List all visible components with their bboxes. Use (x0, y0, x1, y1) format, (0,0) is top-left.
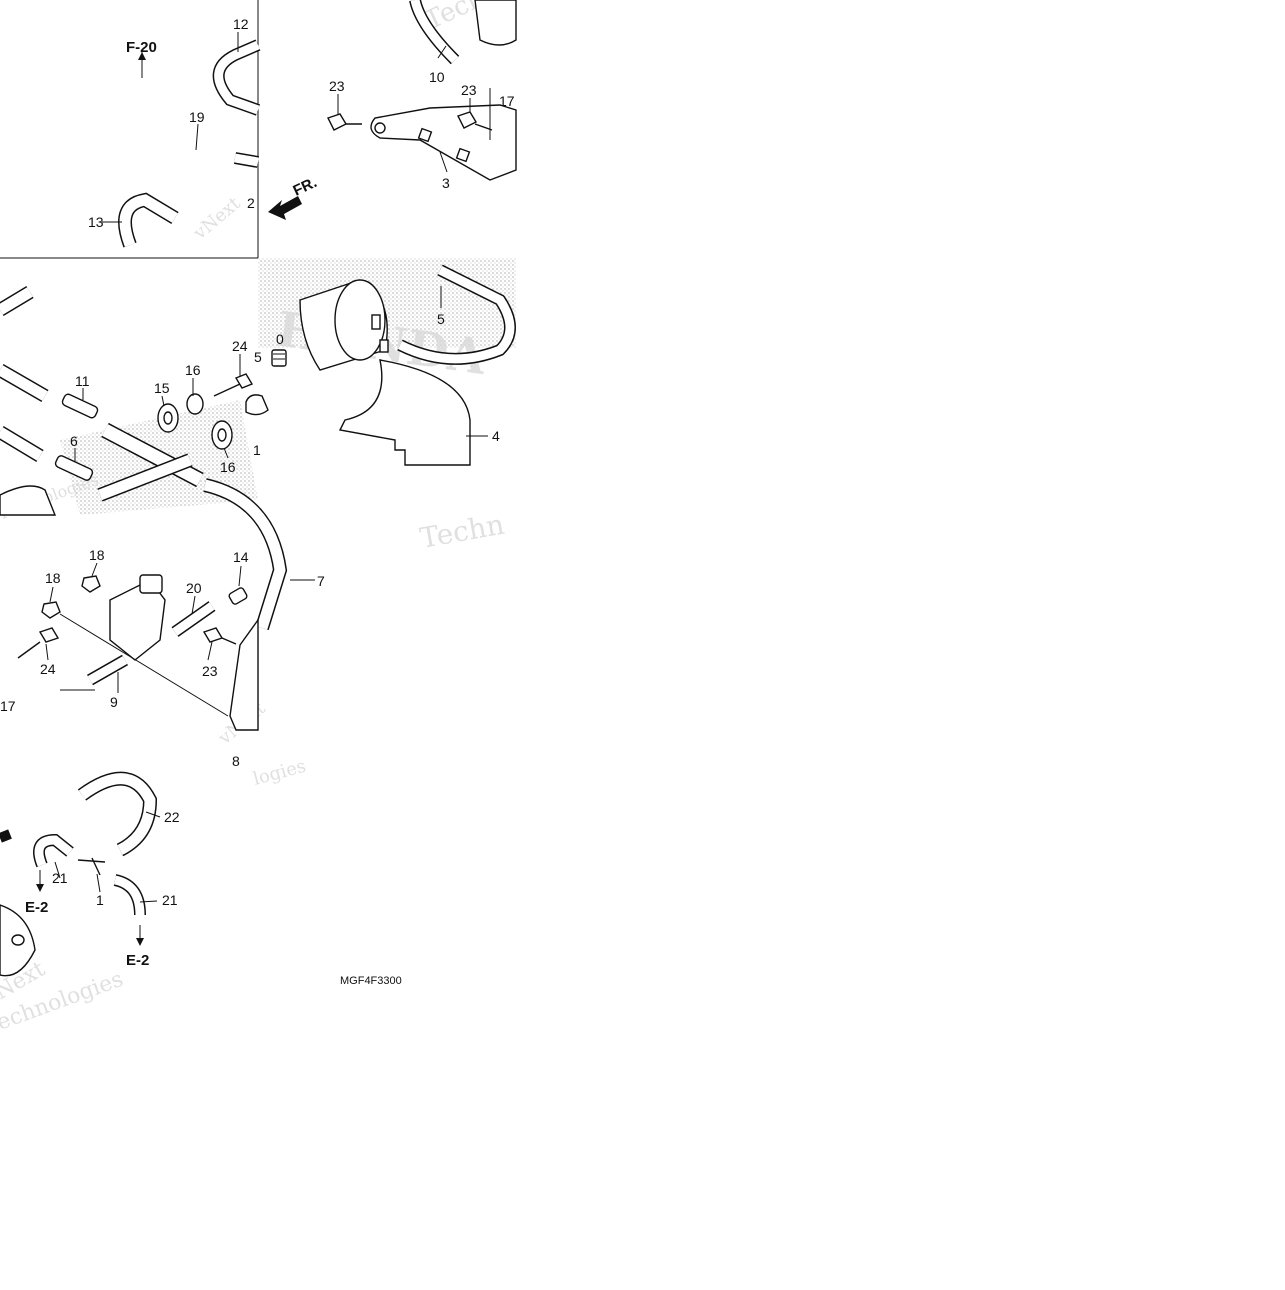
reference-label-f20: F-20 (126, 39, 157, 56)
callout-5-partial: 5 (254, 349, 262, 365)
grommet-partial (271, 349, 287, 367)
stay-14 (229, 617, 259, 731)
bolt-center-line (59, 613, 229, 717)
joint-6 (54, 455, 94, 481)
callout-21: 21 (162, 892, 178, 908)
bolt-24 (17, 627, 60, 659)
callout-13: 9 (110, 694, 118, 710)
grommet-16 (157, 403, 179, 433)
callout-16: 16 (220, 459, 236, 475)
bolt-23 (202, 627, 237, 645)
hose-10 (409, 0, 460, 65)
hose-21 (33, 833, 74, 892)
callout-9: 13 (88, 214, 104, 230)
leader-lines (45, 32, 491, 903)
callout-17: 16 (185, 362, 201, 378)
callout-10: 10 (429, 69, 445, 85)
reference-label-e2: E-2 (25, 899, 48, 916)
hose-9 (118, 192, 179, 248)
callout-20: 20 (186, 580, 202, 596)
watermark-text: Techn (417, 508, 506, 555)
joint-1 (77, 857, 106, 876)
callout-labels: F-20 12 19 13 2 10 23 23 17 3 5 4 5 0 11… (0, 16, 515, 987)
hose-long (0, 285, 204, 502)
callout-23: 23 (461, 82, 477, 98)
reference-label-e2: E-2 (126, 952, 149, 969)
frame-partial (0, 904, 36, 977)
front-arrow-icon: FR. (268, 174, 320, 220)
callout-2-partial: 2 (247, 195, 255, 211)
callout-8: 12 (233, 16, 249, 32)
callout-11: 11 (75, 373, 90, 389)
callout-1: 1 (96, 892, 104, 908)
callout-4: 4 (492, 428, 500, 444)
bolt-23 (457, 111, 493, 131)
hose-7 (203, 478, 288, 631)
bolt-23 (327, 113, 362, 131)
bracket-3 (370, 104, 517, 181)
grommet-16 (211, 420, 233, 450)
front-label: FR. (291, 174, 320, 200)
nut-18 (41, 601, 61, 619)
diagram-code: MGF4F3300 (340, 975, 402, 987)
callout-22: 22 (164, 809, 180, 825)
callout-23: 23 (202, 663, 218, 679)
pipe-20 (171, 601, 216, 637)
bolt-24 (213, 373, 254, 397)
hose-8 (212, 39, 261, 168)
callout-6: 6 (70, 433, 78, 449)
callout-21: 21 (52, 870, 68, 886)
callout-12: 14 (233, 549, 249, 565)
callout-18: 18 (45, 570, 61, 586)
callout-18: 18 (89, 547, 105, 563)
callout-3: 3 (442, 175, 450, 191)
watermark-text: logies (251, 756, 308, 790)
callout-5: 5 (437, 311, 445, 327)
clamp (245, 394, 269, 416)
callout-1-partial: 1 (253, 442, 261, 458)
hose-19 (134, 52, 236, 163)
hose-21 (113, 874, 146, 946)
callout-7: 7 (317, 573, 325, 589)
canister-5 (299, 264, 516, 371)
callout-24: 24 (232, 338, 248, 354)
valve-13 (87, 574, 166, 686)
collar-17 (186, 393, 204, 415)
callout-24: 24 (40, 661, 56, 677)
canister-top (474, 0, 517, 46)
nut-18 (81, 575, 101, 593)
callout-23: 23 (329, 78, 345, 94)
panel-edges (0, 0, 259, 259)
callout-16: 15 (154, 380, 170, 396)
bolt-12 (228, 587, 248, 605)
callout-19: 19 (189, 109, 205, 125)
frame-partial (0, 485, 57, 516)
watermark-text: vNext (189, 193, 245, 245)
callout-0-partial: 0 (276, 331, 284, 347)
hose-22 (0, 771, 158, 857)
joint-11 (61, 393, 99, 419)
callout-14: 8 (232, 753, 240, 769)
callout-17: 17 (0, 698, 16, 714)
callout-15: 17 (499, 93, 515, 109)
cover-4 (338, 359, 471, 466)
